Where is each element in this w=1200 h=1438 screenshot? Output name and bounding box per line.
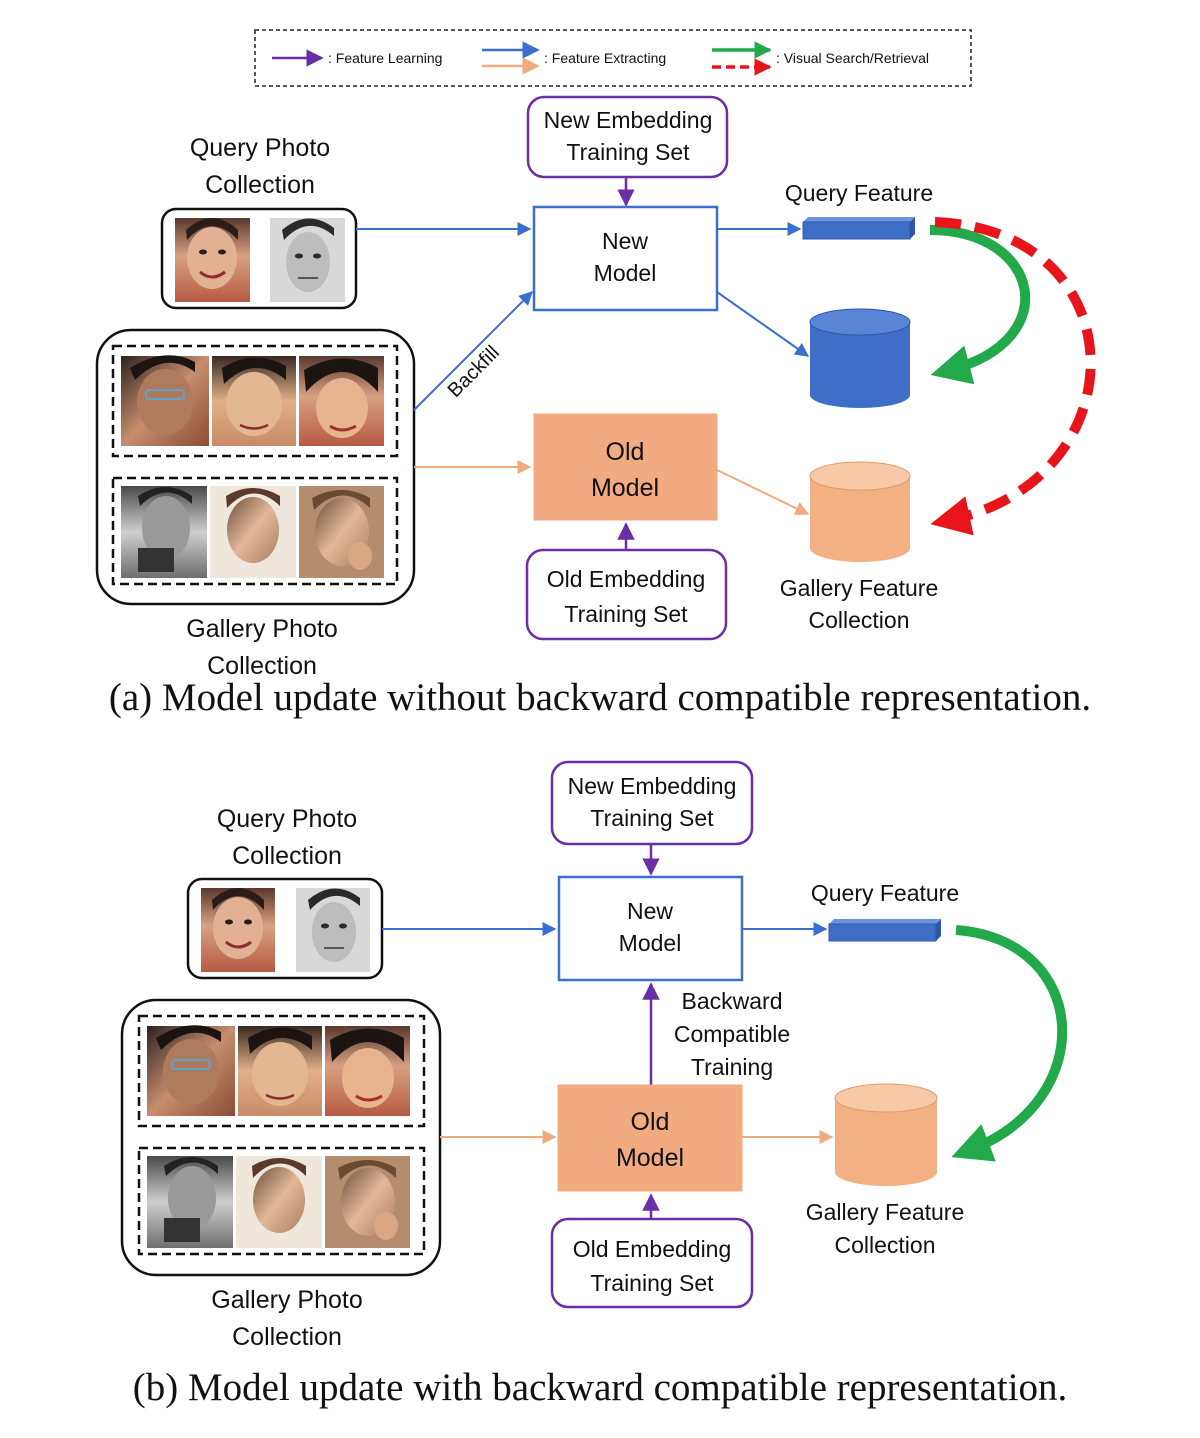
new-model-box [532, 205, 719, 312]
new-embedding-label-line1: New Embedding [544, 107, 713, 133]
gallery-face-woman-2 [212, 356, 296, 446]
new-embedding-label-line2: Training Set [590, 805, 714, 831]
gallery-face-man-3 [325, 1156, 410, 1248]
query-feature-vector [802, 217, 915, 240]
gallery-face-woman-1 [121, 355, 209, 446]
gallery-face-woman-2 [238, 1026, 322, 1116]
gallery-feature-label-line1: Gallery Feature [806, 1199, 965, 1225]
gallery-face-man-1 [147, 1156, 233, 1248]
gallery-face-man-2 [236, 1156, 322, 1248]
old-embedding-label-line2: Training Set [590, 1270, 714, 1296]
legend-frame [254, 29, 972, 87]
gallery-subset-women [137, 1014, 426, 1128]
query-feature-vector [828, 919, 941, 942]
arrow-gallery-backfill-to-new-model [413, 291, 533, 411]
new-model-label-line2: Model [619, 930, 682, 956]
gallery-face-man-2 [210, 486, 296, 578]
old-embedding-label-line2: Training Set [564, 601, 688, 627]
bct-label-line3: Training [691, 1054, 773, 1080]
caption-b: (b) Model update with backward compatibl… [133, 1366, 1068, 1409]
gallery-feature-label-line2: Collection [809, 607, 910, 633]
old-model-label-line1: Old [631, 1108, 670, 1136]
bct-label-line1: Backward [682, 988, 783, 1014]
legend-visual-search-label: : Visual Search/Retrieval [776, 50, 929, 66]
gallery-face-man-1 [121, 486, 207, 578]
gallery-subset-women [111, 344, 399, 458]
query-collection-label-line1: Query Photo [190, 134, 330, 162]
gallery-feature-label-line1: Gallery Feature [780, 575, 939, 601]
gallery-feature-label-line2: Collection [835, 1232, 936, 1258]
gallery-feature-db [834, 1083, 938, 1186]
arrow-visual-search-new [929, 225, 1031, 385]
caption-a: (a) Model update without backward compat… [109, 676, 1091, 719]
old-model-box [533, 413, 718, 521]
new-embedding-training-set-box [526, 95, 729, 179]
old-embedding-label-line1: Old Embedding [573, 1236, 732, 1262]
old-model-label-line1: Old [606, 438, 645, 466]
old-model-label-line2: Model [616, 1144, 684, 1172]
legend-feature-learning-label: : Feature Learning [328, 50, 442, 66]
new-embedding-label-line2: Training Set [566, 139, 690, 165]
arrow-new-model-to-new-gallery-db [716, 291, 810, 357]
old-embedding-training-set-box [550, 1217, 754, 1309]
gallery-face-woman-3 [299, 356, 384, 446]
query-feature-label: Query Feature [785, 180, 933, 206]
new-model-box [557, 875, 744, 982]
new-model-label-line2: Model [594, 260, 657, 286]
gallery-face-woman-1 [147, 1025, 235, 1116]
bct-label-line2: Compatible [674, 1021, 790, 1047]
gallery-subset-men [137, 1146, 426, 1256]
old-model-label-line2: Model [591, 474, 659, 502]
query-feature-label: Query Feature [811, 880, 959, 906]
old-model-box [557, 1084, 743, 1192]
gallery-collection-label-line1: Gallery Photo [186, 615, 337, 643]
gallery-subset-men [111, 476, 399, 586]
legend: : Feature Learning : Feature Extracting … [254, 29, 972, 87]
gallery-face-woman-3 [325, 1026, 410, 1116]
query-collection-label-line2: Collection [232, 842, 342, 870]
gallery-collection-label-line2: Collection [207, 652, 317, 680]
legend-feature-extracting-label: : Feature Extracting [544, 50, 666, 66]
new-model-label-line1: New [602, 228, 648, 254]
gallery-collection-label-line2: Collection [232, 1323, 342, 1351]
new-embedding-label-line1: New Embedding [568, 773, 737, 799]
new-model-label-line1: New [627, 898, 673, 924]
query-collection-label-line1: Query Photo [217, 805, 357, 833]
panel-b: Query Photo Collection [120, 760, 1068, 1409]
arrow-visual-search [951, 925, 1068, 1162]
new-gallery-feature-db [809, 308, 911, 408]
gallery-face-man-3 [299, 486, 384, 578]
query-collection-label-line2: Collection [205, 171, 315, 199]
query-face-man [270, 218, 345, 302]
arrow-old-model-to-old-gallery-db [716, 469, 810, 515]
old-embedding-training-set-box [525, 548, 728, 641]
old-embedding-label-line1: Old Embedding [547, 566, 706, 592]
panel-a: Query Photo Collection [95, 95, 1096, 719]
query-face-man [296, 888, 370, 972]
query-face-woman [175, 218, 250, 302]
gallery-collection-label-line1: Gallery Photo [211, 1286, 362, 1314]
query-face-woman [201, 888, 275, 972]
old-gallery-feature-db [809, 461, 911, 562]
